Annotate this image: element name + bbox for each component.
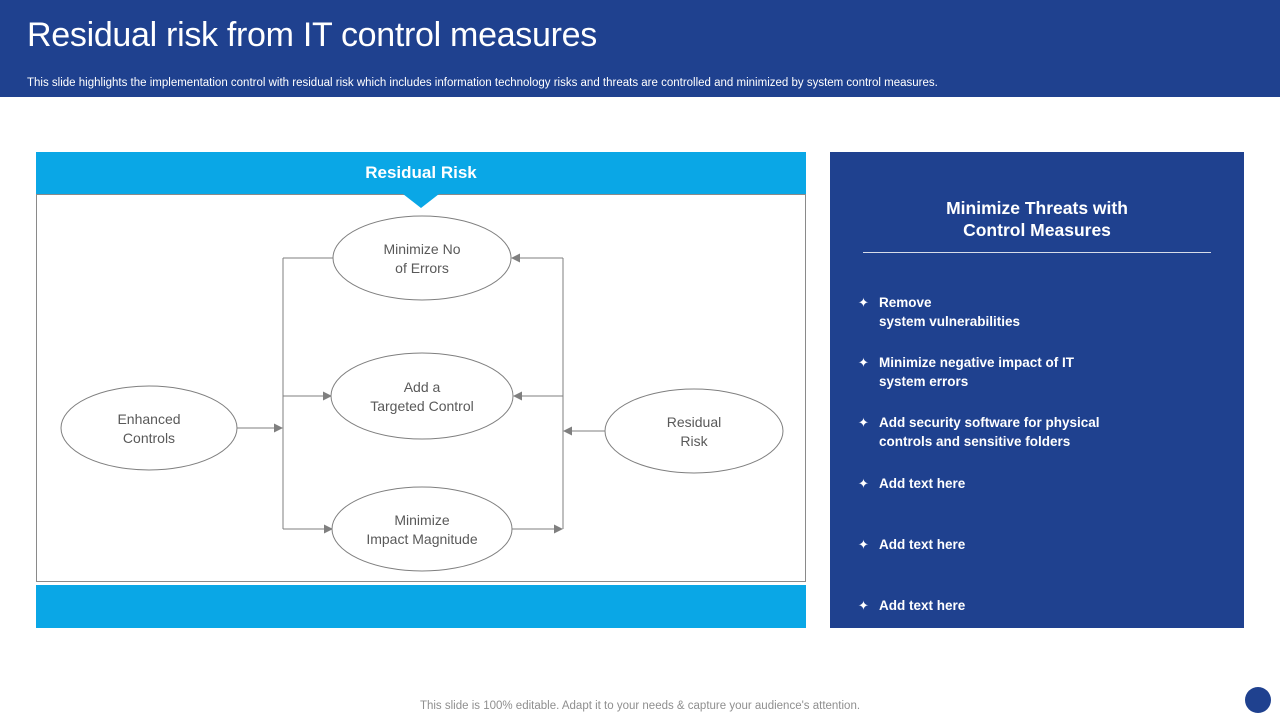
slide-title: Residual risk from IT control measures [27, 16, 597, 54]
flowchart-diagram: Minimize No of Errors Add a Targeted Con… [60, 215, 784, 572]
arrowhead-into-right-rail [554, 524, 563, 534]
flowchart-section: Residual Risk Mi [36, 152, 806, 628]
arrowhead-into-top-node [511, 253, 520, 263]
star-bullet-icon: ✦ [858, 537, 869, 552]
slide-header: Residual risk from IT control measures T… [0, 0, 1280, 97]
panel-title-line1: Minimize Threats with [946, 198, 1128, 218]
corner-dot [1245, 687, 1271, 713]
node-label: Residual [667, 414, 721, 430]
add-text-placeholder[interactable]: Add text here [879, 598, 966, 613]
arrowhead-into-middle-node-left [323, 391, 332, 401]
list-item: ✦ Add security software for physical con… [858, 413, 1226, 451]
panel-title-underline [863, 252, 1211, 253]
panel-list: ✦ Remove system vulnerabilities ✦ Minimi… [858, 293, 1226, 615]
node-residual-risk: Residual Risk [604, 388, 784, 474]
panel-item-text: Remove system vulnerabilities [879, 295, 1021, 329]
node-enhanced-controls: Enhanced Controls [60, 385, 238, 471]
list-item: ✦ Add text here [858, 474, 1226, 493]
list-item: ✦ Add text here [858, 596, 1226, 615]
panel-title: Minimize Threats with Control Measures [830, 197, 1244, 241]
node-minimize-impact-magnitude: Minimize Impact Magnitude [331, 486, 513, 572]
banner-pointer-triangle [403, 194, 439, 208]
add-text-placeholder[interactable]: Add text here [879, 476, 966, 491]
star-bullet-icon: ✦ [858, 476, 869, 491]
star-bullet-icon: ✦ [858, 355, 869, 370]
arrowhead-into-bottom-node [324, 524, 333, 534]
flowchart-banner-label: Residual Risk [365, 163, 477, 182]
slide-subtitle: This slide highlights the implementation… [27, 77, 938, 89]
bottom-accent-strip [36, 585, 806, 628]
arrowhead-from-residual-risk [563, 426, 572, 436]
list-item: ✦ Add text here [858, 535, 1226, 554]
star-bullet-icon: ✦ [858, 295, 869, 310]
star-bullet-icon: ✦ [858, 415, 869, 430]
node-label: Add a [404, 379, 441, 395]
node-add-targeted-control: Add a Targeted Control [330, 352, 514, 440]
add-text-placeholder[interactable]: Add text here [879, 537, 966, 552]
control-measures-panel: Minimize Threats with Control Measures ✦… [830, 152, 1244, 628]
node-label: Targeted Control [370, 398, 474, 414]
flowchart-banner: Residual Risk [36, 152, 806, 194]
node-label: of Errors [395, 260, 449, 276]
editable-note: This slide is 100% editable. Adapt it to… [419, 700, 861, 712]
flowchart-canvas: Minimize No of Errors Add a Targeted Con… [36, 194, 806, 582]
panel-title-line2: Control Measures [963, 220, 1111, 240]
arrowhead-into-middle-node-right [513, 391, 522, 401]
node-label: Minimize [394, 512, 449, 528]
node-label: Risk [680, 433, 708, 449]
arrowhead-from-enhanced-controls [274, 423, 283, 433]
panel-item-text: Add security software for physical contr… [879, 415, 1100, 449]
node-label: Impact Magnitude [366, 531, 477, 547]
node-minimize-no-of-errors: Minimize No of Errors [332, 215, 512, 301]
node-label: Enhanced [117, 411, 180, 427]
panel-item-text: Minimize negative impact of IT system er… [879, 355, 1075, 389]
node-label: Minimize No [383, 241, 460, 257]
node-label: Controls [123, 430, 175, 446]
list-item: ✦ Remove system vulnerabilities [858, 293, 1226, 331]
list-item: ✦ Minimize negative impact of IT system … [858, 353, 1226, 391]
star-bullet-icon: ✦ [858, 598, 869, 613]
